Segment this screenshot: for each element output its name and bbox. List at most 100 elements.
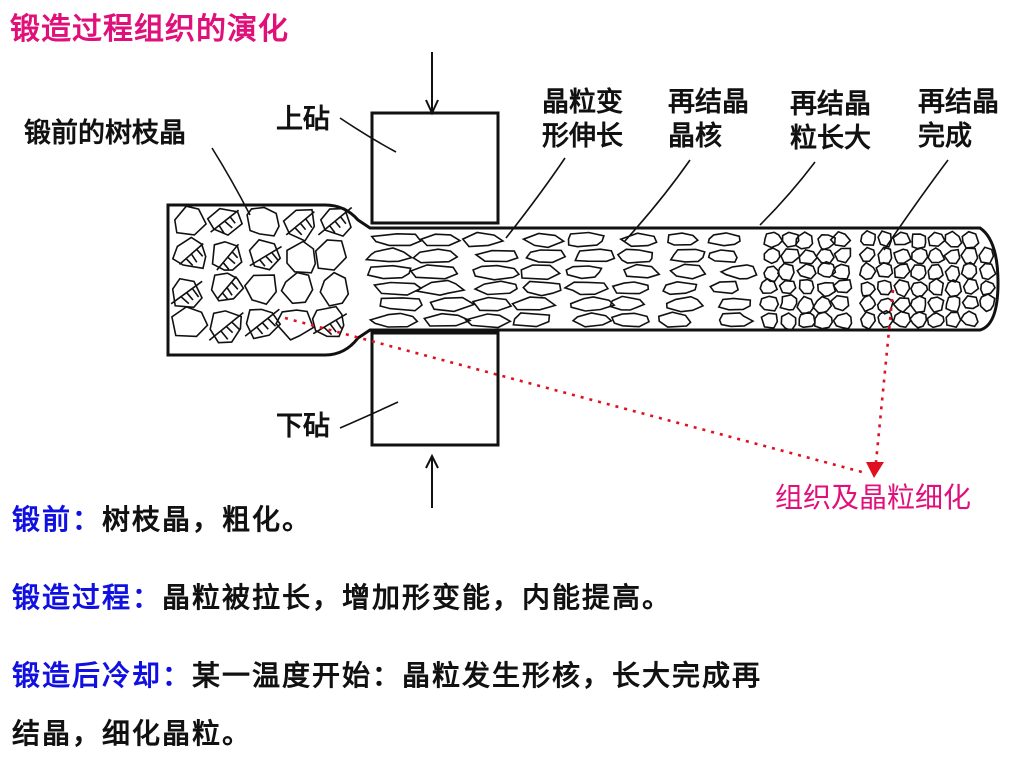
grain [927, 296, 945, 314]
forging-diagram [166, 52, 1000, 508]
grain [409, 264, 459, 280]
text-line-4: 结晶，细化晶粒。 [12, 712, 252, 756]
slide-title: 锻造过程组织的演化 [10, 12, 289, 47]
grain [311, 305, 345, 338]
grain [419, 233, 462, 247]
grain [379, 297, 423, 312]
grain [473, 280, 518, 296]
grain [926, 312, 945, 329]
grain [877, 246, 893, 265]
grain [780, 248, 801, 264]
grain [875, 261, 894, 278]
upper-anvil [370, 52, 500, 225]
grain [815, 247, 835, 265]
text-line-3: 锻造后冷却：某一温度开始：晶粒发生形核，长大完成再 [12, 654, 762, 698]
grain [574, 248, 616, 263]
grain [877, 230, 893, 248]
label-upper-anvil: 上砧 [276, 104, 330, 135]
grain [812, 295, 833, 315]
grain [830, 263, 851, 280]
dendrite-branch [170, 280, 203, 305]
grain [796, 263, 817, 280]
grain [911, 233, 927, 250]
text-line-2: 锻造过程：晶粒被拉长，增加形变能，内能提高。 [12, 576, 672, 620]
grain [464, 313, 513, 329]
label-stage-nucleation-line-2: 晶核 [668, 121, 722, 152]
grain [817, 260, 837, 279]
grain [944, 230, 963, 248]
grain [795, 231, 814, 250]
refinement-annotation: 组织及晶粒细化 [775, 481, 972, 514]
grain [718, 312, 755, 328]
grain [928, 277, 945, 296]
grain [860, 281, 877, 297]
grain [759, 277, 779, 295]
grain [521, 232, 566, 249]
grain [893, 263, 911, 280]
grain [893, 248, 913, 265]
dendrite-branch [178, 242, 204, 267]
grain [611, 281, 650, 295]
grain [368, 312, 419, 328]
dendrite-branch [317, 206, 353, 236]
label-stage-complete-line-2: 完成 [918, 121, 972, 152]
grain [461, 231, 505, 248]
grain [816, 281, 837, 298]
grain [961, 295, 980, 310]
text-line-2-key: 锻造过程： [12, 581, 163, 614]
dendrite-branch [312, 313, 348, 336]
grain [960, 261, 978, 280]
grain [829, 230, 852, 248]
grain [945, 311, 962, 329]
label-lower-anvil: 下砧 [276, 411, 330, 442]
text-line-3-body: 某一温度开始：晶粒发生形核，长大完成再 [192, 659, 763, 692]
grain [245, 308, 282, 340]
grain-structure [170, 205, 997, 344]
grain [422, 312, 472, 327]
grain [759, 295, 780, 312]
grain [763, 231, 784, 249]
grain [978, 262, 997, 281]
label-stage-growth-line-1: 再结晶 [790, 89, 871, 120]
label-stage-elongation-line-1: 晶粒变 [542, 87, 623, 118]
grain [892, 297, 911, 314]
grain [622, 263, 661, 279]
label-stage-nucleation: 再结晶 晶核 [668, 86, 749, 154]
grain [763, 247, 781, 265]
grain [609, 295, 646, 311]
grain [829, 294, 850, 312]
grain [372, 281, 423, 296]
grain [665, 295, 705, 313]
grain [979, 293, 996, 313]
grain [171, 306, 209, 338]
grain [511, 296, 558, 311]
dendrite-branch [216, 275, 239, 301]
grain [472, 264, 521, 281]
grain [832, 278, 853, 294]
grain [876, 279, 893, 296]
grain [798, 278, 815, 295]
grain [319, 271, 350, 307]
grain [892, 310, 912, 329]
grain [429, 296, 477, 313]
grain [520, 264, 562, 281]
grain [910, 281, 929, 298]
grain [370, 232, 422, 247]
grain [610, 312, 651, 328]
grain [411, 248, 459, 264]
label-stage-growth: 再结晶 粒长大 [790, 88, 871, 156]
grain [669, 248, 706, 263]
grain [471, 296, 513, 312]
grain [979, 279, 996, 296]
grain [796, 295, 815, 315]
dendrite-branch [208, 311, 244, 341]
dendrite-branch [249, 245, 282, 267]
grain [832, 312, 853, 330]
grain [858, 246, 876, 263]
bar-outline [166, 203, 1000, 357]
grain [779, 294, 798, 311]
grain [944, 264, 961, 283]
grain [669, 263, 707, 280]
grain [859, 311, 877, 331]
grain [859, 229, 876, 247]
